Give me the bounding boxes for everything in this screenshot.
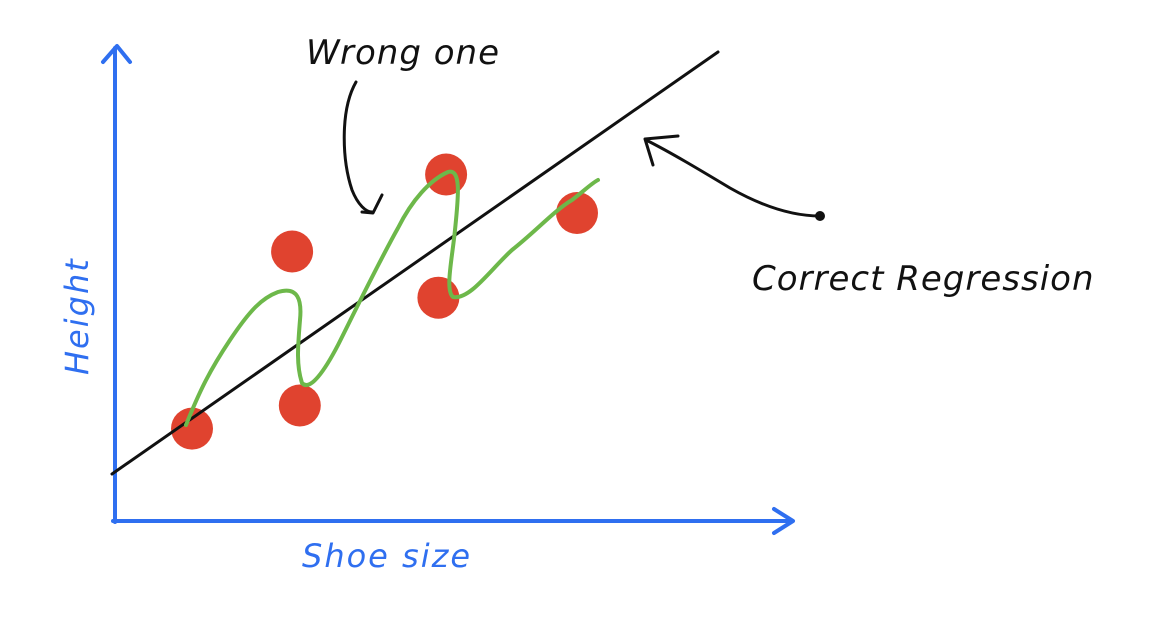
- wrong-one-label: Wrong one: [306, 33, 500, 73]
- axes: [101, 44, 795, 535]
- y-axis-label: Height: [58, 257, 96, 375]
- correct-regression-arrow-tail: [815, 211, 825, 221]
- correct-regression-arrow: [644, 138, 822, 218]
- x-axis-arrowhead: [772, 507, 795, 535]
- overfit-curve: [184, 169, 600, 427]
- correct-regression-label: Correct Regression: [752, 259, 1095, 299]
- x-axis-label: Shoe size: [302, 537, 472, 575]
- regression-line: [110, 50, 720, 476]
- data-point: [271, 230, 314, 273]
- data-point: [171, 407, 213, 450]
- wrong-one-arrowhead: [360, 193, 384, 215]
- data-points: [171, 153, 598, 450]
- y-axis-arrowhead: [101, 44, 132, 64]
- wrong-one-arrow: [342, 80, 374, 214]
- data-point: [278, 384, 321, 427]
- correct-regression-arrowhead: [643, 134, 680, 167]
